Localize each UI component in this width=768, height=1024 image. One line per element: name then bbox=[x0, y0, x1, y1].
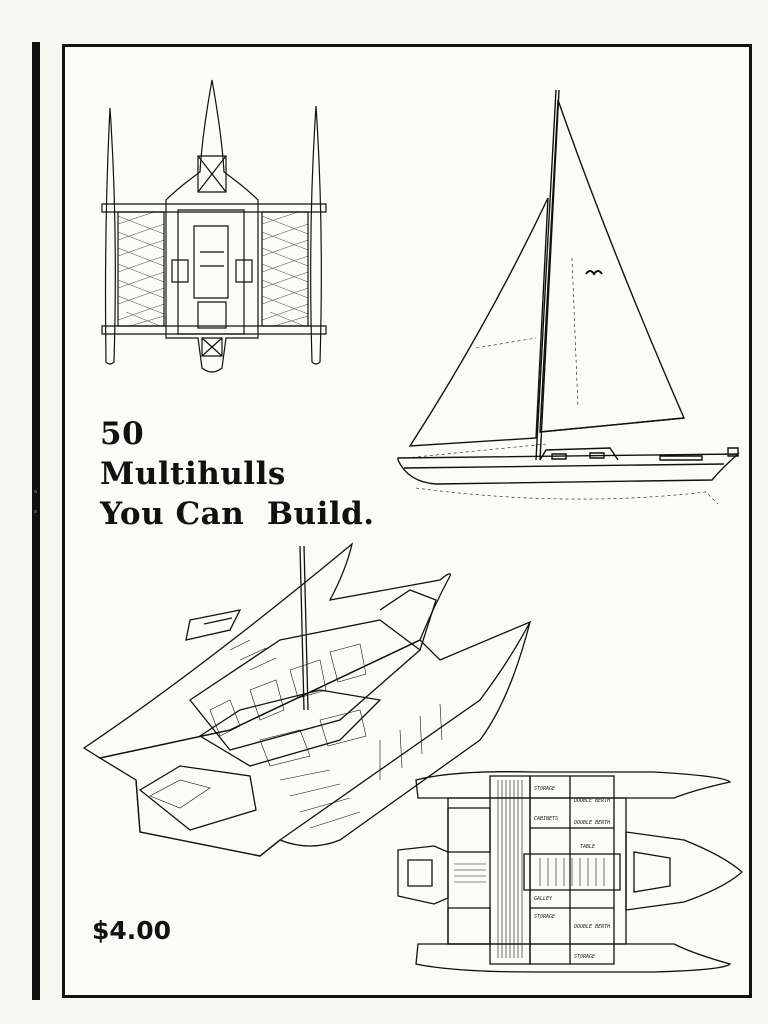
cabin-label: DOUBLE BERTH bbox=[573, 924, 611, 930]
cabin-label: STORAGE bbox=[534, 786, 555, 792]
title-line-build: You Can Build. bbox=[100, 496, 375, 532]
cabin-label: CABINETS bbox=[534, 816, 558, 822]
cabin-label: STORAGE bbox=[534, 914, 555, 920]
sloop-sail-profile-drawing bbox=[396, 88, 742, 508]
cover-price: $4.00 bbox=[92, 916, 172, 945]
trimaran-plan-view-drawing bbox=[98, 76, 330, 378]
catamaran-cutaway-drawing bbox=[80, 540, 535, 862]
catamaran-accommodation-plan-drawing: STORAGE DOUBLE BERTH CABINETS DOUBLE BER… bbox=[394, 768, 744, 976]
scan-speck bbox=[34, 510, 37, 513]
cabin-label: GALLEY bbox=[534, 896, 553, 902]
cabin-label: DOUBLE BERTH bbox=[573, 820, 611, 826]
title-line-number: 50 bbox=[100, 416, 145, 452]
title-line-multihulls: Multihulls bbox=[100, 456, 286, 492]
page-spine bbox=[32, 42, 40, 1000]
cover-title: 50 Multihulls You Can Build. bbox=[100, 414, 375, 534]
sail-insignia-icon bbox=[586, 271, 602, 274]
scan-speck bbox=[34, 490, 37, 493]
cabin-label: TABLE bbox=[580, 844, 595, 850]
cabin-label: DOUBLE BERTH bbox=[573, 798, 611, 804]
cabin-label: STORAGE bbox=[574, 954, 595, 960]
